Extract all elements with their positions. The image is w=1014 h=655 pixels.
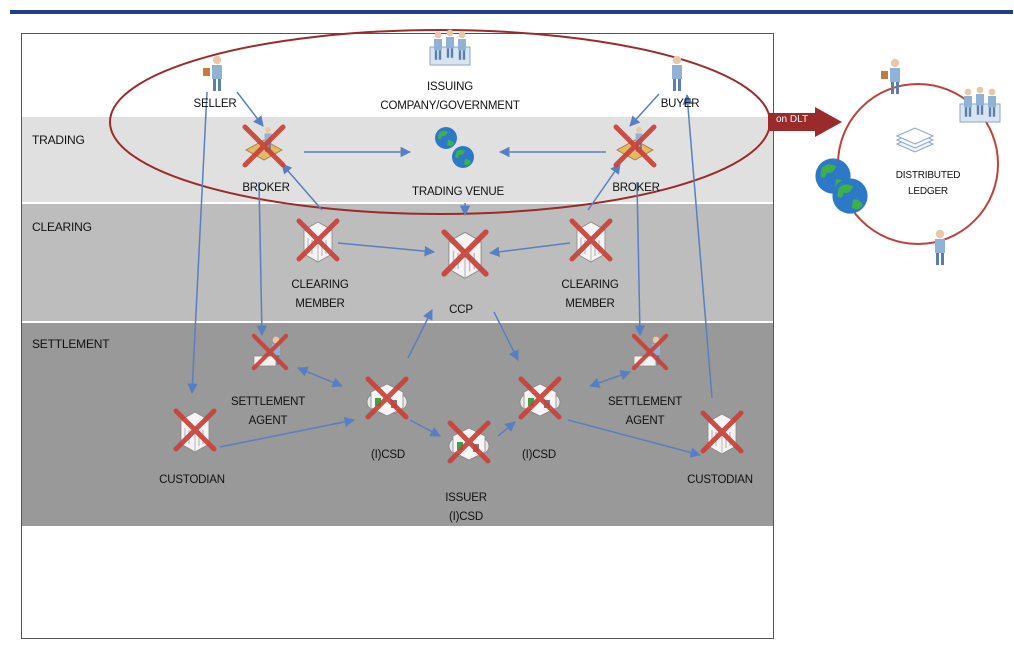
custodian-left-icon <box>176 411 214 453</box>
settlement-agent-right-label: SETTLEMENT AGENT <box>607 396 683 427</box>
settlement-agent-left-label: SETTLEMENT AGENT <box>230 396 306 427</box>
ccp-label: CCP <box>449 304 473 316</box>
arrow-cm-ccp-right <box>488 242 571 258</box>
icsd-right-icon <box>520 379 560 417</box>
arrow-cm-broker-left <box>281 163 323 211</box>
ledger-documents-icon <box>895 127 935 153</box>
arrow-cm-ccp-left <box>337 242 436 257</box>
arrow-agent-icsd-right <box>589 370 631 388</box>
icsd-left-icon <box>367 379 407 417</box>
buyer-label: BUYER <box>660 98 700 110</box>
trading-band-label: TRADING <box>32 133 85 147</box>
arrow-agent-icsd-left <box>297 366 343 388</box>
issuer-label: ISSUING COMPANY/GOVERNMENT <box>380 81 520 112</box>
on-dlt-arrow <box>768 107 842 137</box>
arrow-icsd-issuer-left <box>409 419 441 437</box>
arrow-custodian-buyer <box>682 93 713 399</box>
settlement-agent-right-icon <box>634 336 666 368</box>
clearing-member-right-label: CLEARING MEMBER <box>561 279 619 310</box>
ledger-company-icon <box>959 86 1001 123</box>
icsd-right-label: (I)CSD <box>522 449 556 461</box>
icsd-left-label: (I)CSD <box>371 449 405 461</box>
ccp-icon <box>444 232 486 279</box>
clearing-band: CLEARING <box>22 204 773 323</box>
seller-label: SELLER <box>193 98 237 110</box>
trading-venue-label: TRADING VENUE <box>412 186 504 198</box>
settlement-band-label: SETTLEMENT <box>32 337 110 351</box>
top-rule <box>10 10 1013 14</box>
clearing-member-right-icon <box>572 221 610 263</box>
settlement-agent-left-icon <box>254 336 286 368</box>
clearing-band-label: CLEARING <box>32 220 92 234</box>
arrow-ccp-icsd <box>493 311 519 361</box>
clearing-member-left-label: CLEARING MEMBER <box>291 279 349 310</box>
custodian-right-icon <box>703 413 741 455</box>
arrow-broker-agent-left <box>256 181 268 337</box>
trading-venue-icon <box>435 127 474 168</box>
arrow-seller-broker <box>236 91 264 127</box>
issuing-company-icon <box>429 29 471 66</box>
broker-right-icon <box>616 127 654 165</box>
custodian-right-label: CUSTODIAN <box>687 474 753 486</box>
seller-icon <box>203 55 222 91</box>
arrow-icsd-custodian <box>567 419 702 458</box>
clearing-member-left-icon <box>299 221 337 263</box>
on-dlt-label: on DLT <box>776 114 809 125</box>
ledger-seller-icon <box>881 58 900 94</box>
arrow-cm-broker-right <box>587 163 621 211</box>
broker-right-label: BROKER <box>612 182 660 194</box>
arrow-icsd-ccp <box>407 309 433 359</box>
arrow-seller-custodian <box>187 91 208 395</box>
buyer-icon <box>672 55 682 91</box>
arrow-custodian-icsd <box>219 416 356 448</box>
diagram-frame <box>21 33 774 639</box>
broker-left-label: BROKER <box>242 182 290 194</box>
arrow-buyer-broker <box>629 93 660 127</box>
arrow-issuer-icsd-right <box>497 421 516 437</box>
distributed-ledger-label: DISTRIBUTED LEDGER <box>895 170 961 197</box>
flow-arrows <box>187 91 713 458</box>
arrow-broker-agent-right <box>634 181 646 337</box>
issuer-icsd-icon <box>449 423 489 461</box>
broker-left-icon <box>245 127 283 165</box>
ledger-buyer-icon <box>935 229 945 265</box>
custodian-left-label: CUSTODIAN <box>159 474 225 486</box>
issuer-icsd-label: ISSUER (I)CSD <box>445 492 487 523</box>
